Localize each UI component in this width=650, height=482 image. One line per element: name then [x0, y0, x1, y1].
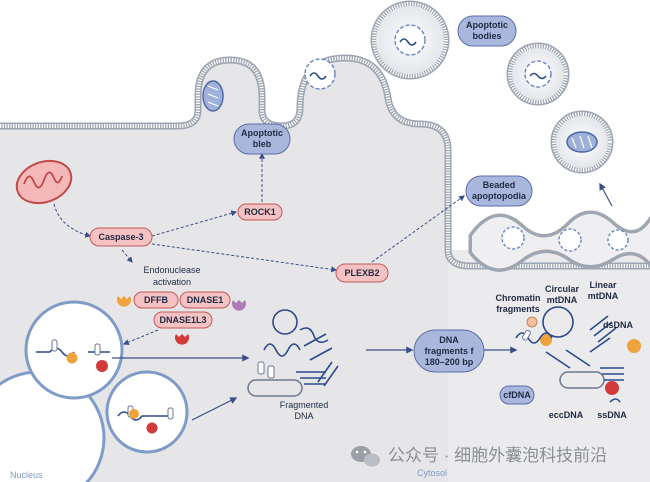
arrow-caspase-plexb2	[151, 243, 338, 273]
cfdna-label: cfDNA	[499, 385, 535, 405]
nucleus-fragment-1	[24, 300, 124, 400]
svg-text:DNASE1: DNASE1	[187, 295, 224, 305]
watermark: 公众号 · 细胞外囊泡科技前沿	[351, 446, 607, 467]
apoptotic-body-1	[370, 0, 450, 80]
dffb-enzyme-icon	[117, 296, 132, 307]
fragmented-dna-label: Fragmented DNA	[280, 400, 329, 421]
cfdna-forms	[515, 306, 641, 403]
svg-text:PLEXB2: PLEXB2	[344, 268, 379, 278]
dnase1-enzyme-icon	[232, 300, 247, 311]
caspase3-label: Caspase-3	[89, 227, 153, 247]
dffb-label: DFFB	[133, 291, 179, 309]
nucleus-region-label: Nucleus	[10, 470, 43, 480]
svg-text:Apoptotic: Apoptotic	[241, 128, 283, 138]
nucleus-fragment-2	[105, 370, 189, 454]
svg-text:Fragmented: Fragmented	[280, 400, 329, 410]
svg-text:fragments f: fragments f	[424, 346, 474, 356]
svg-text:DNA: DNA	[294, 411, 313, 421]
arrow-caspase-rock1	[151, 210, 238, 237]
apoptotic-bodies-label: Apoptotic bodies	[457, 15, 517, 47]
apoptotic-body-3	[550, 110, 614, 174]
svg-text:Beaded: Beaded	[483, 180, 516, 190]
svg-text:mtDNA: mtDNA	[588, 291, 619, 301]
plasma-membrane	[0, 54, 650, 270]
svg-text:Chromatin: Chromatin	[496, 293, 541, 303]
svg-text:apoptopodia: apoptopodia	[472, 191, 527, 201]
apoptotic-bleb-label: Apoptotic bleb	[233, 123, 291, 155]
circular-mtdna-label: Circular mtDNA	[545, 284, 580, 305]
rock1-label: ROCK1	[237, 203, 283, 221]
mitochondrion	[15, 159, 73, 205]
dna-fragments-label: DNA fragments f 180–200 bp	[413, 329, 485, 373]
dnase1-label: DNASE1	[179, 291, 231, 309]
body-release-arrow	[599, 182, 613, 207]
eccdna-label: eccDNA	[549, 410, 584, 420]
svg-text:Apoptotic: Apoptotic	[466, 20, 508, 30]
svg-text:DNA: DNA	[439, 335, 459, 345]
svg-text:bodies: bodies	[472, 31, 501, 41]
bleb-vesicle	[304, 58, 336, 90]
beaded-apoptopodia-label: Beaded apoptopodia	[465, 175, 533, 207]
arrow-caspase-endonuclease	[121, 249, 133, 263]
bleb-mitochondrion	[202, 80, 224, 112]
endonuclease-activation-label: Endonuclease activation	[143, 265, 200, 287]
svg-text:Circular: Circular	[545, 284, 580, 294]
arrow-nucleus2-fragmented	[191, 397, 238, 421]
dnase1l3-enzyme-icon	[174, 334, 189, 345]
svg-text:公众号 · 细胞外囊泡科技前沿: 公众号 · 细胞外囊泡科技前沿	[388, 446, 607, 465]
svg-text:mtDNA: mtDNA	[547, 295, 578, 305]
svg-text:ROCK1: ROCK1	[244, 207, 276, 217]
svg-text:bleb: bleb	[253, 139, 272, 149]
svg-text:DFFB: DFFB	[144, 295, 168, 305]
svg-text:cfDNA: cfDNA	[503, 390, 531, 400]
dnase1l3-label: DNASE1L3	[153, 311, 213, 329]
linear-mtdna-label: Linear mtDNA	[588, 280, 619, 301]
fragmented-dna-cluster	[247, 309, 339, 397]
arrow-dnase1l3-nucleus	[122, 329, 159, 345]
arrow-mito-caspase	[53, 203, 92, 238]
cytosol-region-label: Cytosol	[417, 468, 447, 478]
svg-text:DNASE1L3: DNASE1L3	[159, 315, 206, 325]
svg-text:activation: activation	[153, 277, 191, 287]
arrow-plexb2-apoptopodia	[371, 195, 465, 263]
dsdna-label: dsDNA	[603, 320, 634, 330]
beaded-apoptopodia-chain	[468, 210, 650, 272]
svg-text:Endonuclease: Endonuclease	[143, 265, 200, 275]
ssdna-label: ssDNA	[597, 410, 627, 420]
apoptotic-body-2	[506, 42, 570, 106]
plexb2-label: PLEXB2	[335, 263, 389, 283]
wechat-icon	[351, 446, 380, 467]
chromatin-fragments-label: Chromatin fragments	[496, 293, 541, 314]
svg-text:fragments: fragments	[496, 304, 540, 314]
svg-text:Caspase-3: Caspase-3	[98, 232, 143, 242]
svg-text:180–200 bp: 180–200 bp	[425, 357, 474, 367]
svg-text:Linear: Linear	[589, 280, 617, 290]
